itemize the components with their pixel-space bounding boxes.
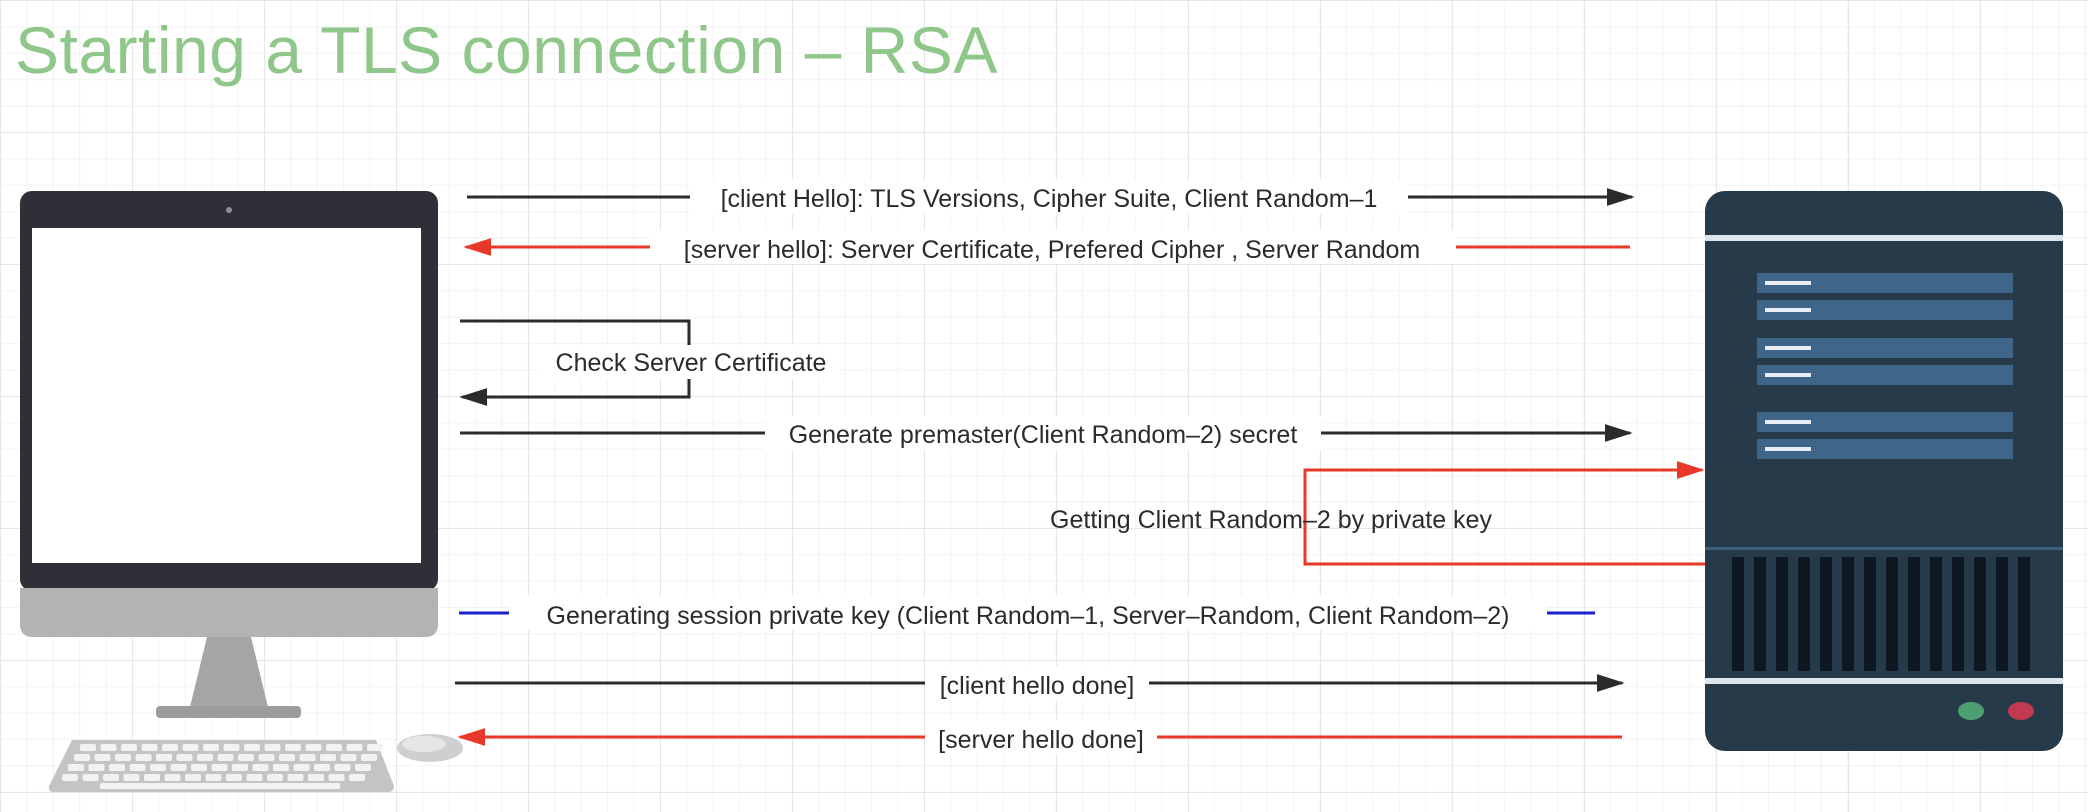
keyboard-keys	[62, 744, 383, 789]
server-drive-bays	[1757, 273, 2013, 459]
message-decrypt-premaster-label: Getting Client Random–2 by private key	[1050, 506, 1492, 534]
vent-slot	[1754, 557, 1766, 671]
message-check-certificate-label: Check Server Certificate	[556, 349, 827, 377]
drive-bay	[1757, 439, 2013, 459]
vent-slot	[1996, 557, 2008, 671]
message-server-done: [server hello done]	[457, 720, 1622, 754]
vent-slot	[1732, 557, 1744, 671]
message-client-done: [client hello done]	[455, 666, 1625, 700]
vent-slot	[1842, 557, 1854, 671]
message-client-hello: [client Hello]: TLS Versions, Cipher Sui…	[467, 180, 1635, 214]
vent-slot	[2018, 557, 2030, 671]
message-server-hello-label: [server hello]: Server Certificate, Pref…	[684, 236, 1420, 264]
server-tower-icon	[1705, 191, 2063, 751]
vent-slot	[1776, 557, 1788, 671]
desktop-computer-icon	[20, 191, 463, 792]
status-led-red-icon	[2008, 702, 2034, 720]
message-server-done-label: [server hello done]	[938, 726, 1144, 754]
vent-slot	[1864, 557, 1876, 671]
vent-slot	[1798, 557, 1810, 671]
vent-slot	[1908, 557, 1920, 671]
drive-bay	[1757, 338, 2013, 358]
vent-slot	[1952, 557, 1964, 671]
message-premaster: Generate premaster(Client Random–2) secr…	[460, 416, 1633, 450]
drive-bay	[1757, 412, 2013, 432]
vent-slot	[1930, 557, 1942, 671]
message-session-key: Generating session private key (Client R…	[459, 596, 1595, 630]
drive-bay	[1757, 365, 2013, 385]
message-client-hello-label: [client Hello]: TLS Versions, Cipher Sui…	[721, 185, 1378, 213]
vent-slot	[1820, 557, 1832, 671]
message-session-key-label: Generating session private key (Client R…	[547, 602, 1510, 630]
server-vent-grille	[1732, 557, 2030, 671]
message-server-hello: [server hello]: Server Certificate, Pref…	[463, 230, 1630, 264]
message-client-done-label: [client hello done]	[940, 672, 1135, 700]
vent-slot	[1974, 557, 1986, 671]
message-decrypt-premaster: Getting Client Random–2 by private key	[1050, 461, 1705, 566]
status-led-green-icon	[1958, 702, 1984, 720]
drive-bay	[1757, 300, 2013, 320]
diagram-title: Starting a TLS connection – RSA	[15, 13, 998, 87]
drive-bay	[1757, 273, 2013, 293]
message-premaster-label: Generate premaster(Client Random–2) secr…	[789, 421, 1298, 449]
vent-slot	[1886, 557, 1898, 671]
message-check-certificate: Check Server Certificate	[459, 319, 840, 406]
